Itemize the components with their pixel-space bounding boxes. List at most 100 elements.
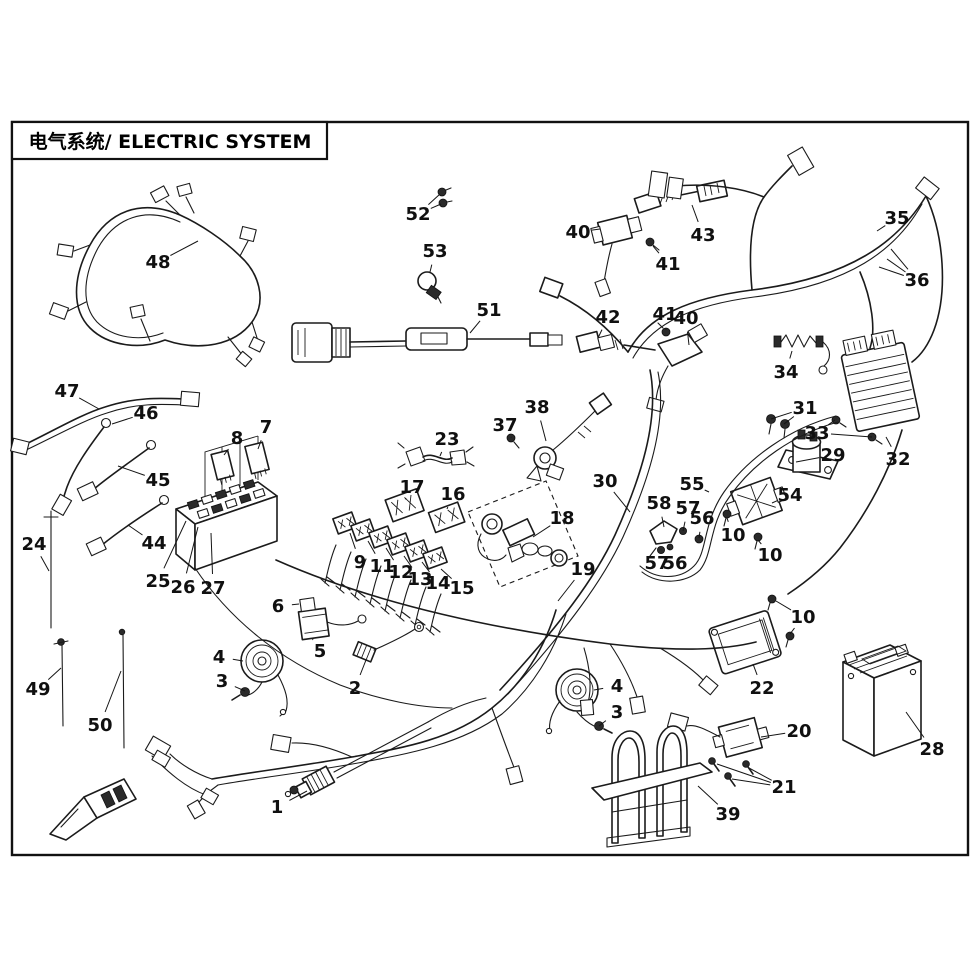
part-number-5: 5 xyxy=(314,641,327,662)
part-number-26: 26 xyxy=(170,577,195,598)
part-number-41: 41 xyxy=(652,304,677,325)
cable-45 xyxy=(76,439,157,502)
main-harness-upper xyxy=(539,146,944,595)
leader-line-31 xyxy=(783,416,795,425)
leader-line-32 xyxy=(885,436,892,447)
bulb-53 xyxy=(417,271,442,304)
title-box xyxy=(10,120,329,161)
leader-line-2 xyxy=(359,659,367,676)
leader-line-12 xyxy=(385,547,395,561)
leader-line-28 xyxy=(905,711,925,738)
horn-4-left xyxy=(231,639,288,717)
part-number-57: 57 xyxy=(644,553,669,574)
leader-line-20 xyxy=(760,732,786,738)
spark-plug-cap-1 xyxy=(284,697,487,799)
leader-line-22 xyxy=(752,663,758,676)
part-number-40: 40 xyxy=(673,308,698,329)
part-number-10: 10 xyxy=(720,525,745,546)
part-number-3: 3 xyxy=(216,671,229,692)
part-number-37: 37 xyxy=(492,415,517,436)
leader-line-10 xyxy=(789,627,795,635)
cable-47 xyxy=(9,390,201,456)
leader-line-10 xyxy=(757,539,762,545)
sensor-40-mid xyxy=(646,322,708,413)
leader-line-36 xyxy=(886,258,906,273)
leader-line-25 xyxy=(163,520,187,569)
leader-line-50 xyxy=(104,670,122,713)
part-number-32: 32 xyxy=(885,449,910,470)
leader-line-16 xyxy=(446,506,449,510)
resistor-34 xyxy=(773,334,831,375)
battery-bracket-39 xyxy=(591,725,713,848)
part-number-4: 4 xyxy=(213,647,226,668)
leader-line-1 xyxy=(289,790,308,801)
wire-harness-48 xyxy=(48,182,266,368)
part-number-3: 3 xyxy=(611,702,624,723)
leader-line-36 xyxy=(890,248,909,270)
part-number-46: 46 xyxy=(133,403,158,424)
leader-line-14 xyxy=(421,561,430,573)
leader-line-6 xyxy=(291,603,300,606)
part-number-1: 1 xyxy=(271,797,284,818)
leader-line-21 xyxy=(716,763,771,783)
part-number-7: 7 xyxy=(260,417,273,438)
leader-line-34 xyxy=(789,350,793,359)
leader-line-43 xyxy=(691,204,699,223)
part-number-22: 22 xyxy=(749,678,774,699)
part-number-10: 10 xyxy=(757,545,782,566)
leader-line-10 xyxy=(726,517,729,522)
leader-line-40 xyxy=(687,331,690,346)
leader-line-33 xyxy=(830,433,873,438)
leader-line-47 xyxy=(78,397,100,410)
cable-tie-24 xyxy=(43,510,59,629)
leader-line-13 xyxy=(403,555,413,568)
leader-line-21 xyxy=(731,778,771,786)
leader-line-42 xyxy=(597,329,603,339)
part-number-13: 13 xyxy=(407,569,432,590)
part-number-14: 14 xyxy=(425,573,450,594)
sensor-2 xyxy=(352,621,425,663)
part-number-58: 58 xyxy=(646,493,671,514)
part-number-34: 34 xyxy=(773,362,798,383)
leader-line-19 xyxy=(557,579,575,602)
part-number-21: 21 xyxy=(771,777,796,798)
leader-line-58 xyxy=(661,516,665,528)
part-number-30: 30 xyxy=(592,471,617,492)
leader-line-8 xyxy=(223,448,229,456)
relay-8 xyxy=(210,449,235,485)
screws-21 xyxy=(708,757,754,787)
part-number-29: 29 xyxy=(820,445,845,466)
leader-line-48 xyxy=(170,240,199,256)
leader-line-36 xyxy=(878,266,904,276)
part-number-25: 25 xyxy=(145,571,170,592)
part-number-8: 8 xyxy=(231,428,244,449)
fuse-box xyxy=(175,435,278,571)
cable-44 xyxy=(85,494,170,557)
leader-line-21 xyxy=(748,767,772,781)
leader-line-56 xyxy=(668,547,671,551)
cable-55 xyxy=(639,415,839,582)
part-number-57: 57 xyxy=(675,498,700,519)
leader-line-52 xyxy=(428,193,441,205)
part-number-4: 4 xyxy=(611,676,624,697)
leader-line-15 xyxy=(440,568,452,579)
part-number-45: 45 xyxy=(145,470,170,491)
part-number-9: 9 xyxy=(354,552,367,573)
page-title: 电气系统/ ELECTRIC SYSTEM xyxy=(29,130,312,153)
battery-28 xyxy=(842,643,922,757)
starter-relay-29 xyxy=(777,429,839,480)
leader-line-45 xyxy=(117,465,145,476)
leader-line-52 xyxy=(430,203,442,209)
part-number-23: 23 xyxy=(434,429,459,450)
ecu-22 xyxy=(708,594,795,675)
part-callouts: 1233445678910101011121314151617181920212… xyxy=(21,193,945,825)
leader-line-11 xyxy=(367,540,376,555)
leader-line-4 xyxy=(232,658,244,662)
cable-42 xyxy=(575,330,656,353)
leader-line-29 xyxy=(795,457,820,463)
leader-line-18 xyxy=(532,525,551,538)
leader-line-49 xyxy=(47,667,62,680)
part-number-40: 40 xyxy=(565,222,590,243)
nuts-31 xyxy=(766,414,790,439)
